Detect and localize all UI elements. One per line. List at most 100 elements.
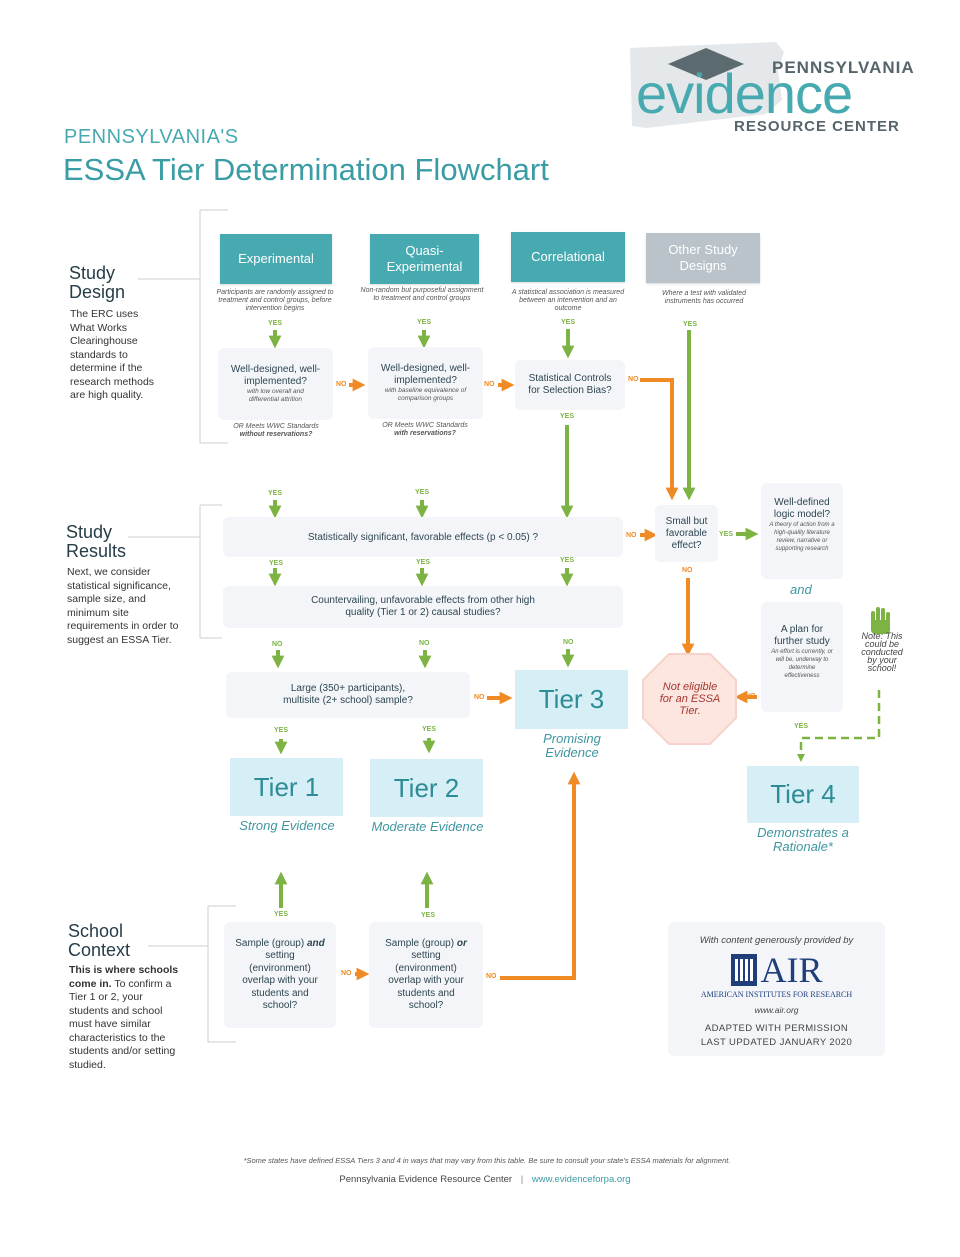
page-title: ESSA Tier Determination Flowchart bbox=[63, 152, 549, 187]
decision-well-designed-1-sub: with low overall and differential attrit… bbox=[247, 388, 304, 403]
label-no: NO bbox=[486, 973, 497, 980]
sample-and-em: and bbox=[306, 937, 325, 949]
section-title-context: School Context bbox=[68, 921, 131, 960]
label-yes: YES bbox=[560, 557, 575, 564]
design-experimental: Experimental bbox=[220, 234, 332, 284]
tier-2: Tier 2 bbox=[370, 759, 483, 817]
raised-hand-icon bbox=[871, 607, 890, 634]
label-yes: YES bbox=[268, 490, 283, 497]
decision-plan-sub: An effort is currently, or will be, unde… bbox=[771, 649, 833, 679]
decision-logic-model: Well-defined logic model? A theory of ac… bbox=[761, 483, 843, 579]
section-desc-design: The ERC uses What Works Clearinghouse st… bbox=[70, 308, 155, 401]
note-other: Where a test with validated instruments … bbox=[661, 290, 747, 305]
design-other: Other Study Designs bbox=[646, 233, 760, 283]
note-experimental: Participants are randomly assigned to tr… bbox=[216, 289, 334, 312]
not-eligible-text: Not eligible for an ESSA Tier. bbox=[659, 681, 721, 717]
decision-plan-main: A plan for further study bbox=[774, 624, 830, 647]
section-title-design: Study Design bbox=[69, 263, 126, 302]
decision-countervailing: Countervailing, unfavorable effects from… bbox=[223, 586, 623, 628]
section-title-results: Study Results bbox=[66, 522, 127, 561]
decision-logic-model-main: Well-defined logic model? bbox=[773, 497, 831, 520]
label-no: NO bbox=[628, 376, 639, 383]
decision-logic-model-sub: A theory of action from a high-quality l… bbox=[769, 522, 835, 552]
label-yes: YES bbox=[274, 727, 289, 734]
label-yes: YES bbox=[268, 320, 283, 327]
label-yes: YES bbox=[422, 726, 437, 733]
sample-or-pre: Sample (group) bbox=[385, 937, 457, 949]
label-no: NO bbox=[272, 641, 283, 648]
logo-line1: PENNSYLVANIA bbox=[772, 58, 915, 77]
label-yes: YES bbox=[416, 559, 431, 566]
decision-stat-controls: Statistical Controls for Selection Bias? bbox=[515, 360, 625, 410]
well2-or-bold: with reservations? bbox=[394, 430, 456, 437]
decision-significant: Statistically significant, favorable eff… bbox=[223, 517, 623, 557]
logo-line3: RESOURCE CENTER bbox=[734, 118, 900, 135]
decision-sample-or-text: Sample (group) or setting (environment) … bbox=[381, 938, 471, 1013]
tier-4-caption: Demonstrates a Rationale* bbox=[757, 825, 849, 854]
label-yes: YES bbox=[269, 560, 284, 567]
label-no: NO bbox=[745, 693, 756, 700]
note-quasi: Non-random but purposeful assignment to … bbox=[360, 287, 484, 302]
label-no: NO bbox=[336, 381, 347, 388]
and-connector: and bbox=[790, 582, 812, 597]
decision-plan: A plan for further study An effort is cu… bbox=[761, 602, 843, 712]
decision-sample-and: Sample (group) and setting (environment)… bbox=[224, 922, 336, 1028]
label-no: NO bbox=[474, 694, 485, 701]
label-yes: YES bbox=[274, 911, 289, 918]
label-yes: YES bbox=[560, 413, 575, 420]
decision-large-sample: Large (350+ participants), multisite (2+… bbox=[226, 672, 470, 718]
section-brackets bbox=[128, 209, 236, 1043]
decision-well-designed-1-main: Well-designed, well-implemented? bbox=[230, 364, 321, 387]
credit-adapted: ADAPTED WITH PERMISSION bbox=[704, 1023, 849, 1034]
footer-note: *Some states have defined ESSA Tiers 3 a… bbox=[243, 1156, 731, 1165]
credit-box: With content generously provided by AIR … bbox=[668, 922, 885, 1056]
section-desc-context-text: To confirm a Tier 1 or 2, your students … bbox=[69, 977, 176, 1071]
footer-org: Pennsylvania Evidence Resource Center bbox=[339, 1174, 513, 1185]
logo: PENNSYLVANIA evidence RESOURCE CENTER bbox=[626, 40, 926, 140]
design-quasi: Quasi-Experimental bbox=[370, 234, 479, 284]
logo-word: evidence bbox=[636, 62, 853, 125]
design-correlational: Correlational bbox=[511, 232, 625, 282]
decision-well-designed-1: Well-designed, well-implemented? with lo… bbox=[218, 348, 333, 420]
label-no: NO bbox=[626, 532, 637, 539]
label-yes: YES bbox=[719, 531, 734, 538]
decision-well-designed-2-sub: with baseline equivalence of comparison … bbox=[384, 387, 467, 402]
page-subtitle: PENNSYLVANIA'S bbox=[64, 126, 239, 148]
note-correlational: A statistical association is measured be… bbox=[511, 289, 625, 312]
label-yes: YES bbox=[683, 321, 698, 328]
well2-or-text: OR Meets WWC Standards bbox=[382, 422, 468, 429]
label-yes: YES bbox=[415, 489, 430, 496]
label-no: NO bbox=[419, 640, 430, 647]
building-icon bbox=[730, 954, 757, 986]
footer-line: Pennsylvania Evidence Resource Center | … bbox=[0, 1174, 960, 1185]
section-desc-context-bold: This is where schools come in. bbox=[69, 964, 179, 990]
label-no: NO bbox=[484, 381, 495, 388]
decision-small-effect: Small but favorable effect? bbox=[655, 505, 718, 562]
decision-sample-or: Sample (group) or setting (environment) … bbox=[369, 922, 483, 1028]
stop-octagon-icon bbox=[642, 653, 737, 745]
sample-or-post: setting (environment) overlap with your … bbox=[388, 950, 464, 1011]
tier-4: Tier 4 bbox=[747, 766, 859, 823]
section-desc-context: This is where schools come in. To confir… bbox=[69, 964, 181, 1072]
section-desc-results: Next, we consider statistical significan… bbox=[67, 566, 179, 646]
air-fullname: AMERICAN INSTITUTES FOR RESEARCH bbox=[700, 990, 853, 999]
sample-and-pre: Sample (group) bbox=[235, 937, 307, 949]
credit-provided: With content generously provided by bbox=[699, 935, 854, 946]
well1-or-bold: without reservations? bbox=[239, 431, 313, 438]
tier-1-caption: Strong Evidence bbox=[239, 818, 335, 833]
footer-sep: | bbox=[520, 1174, 524, 1185]
graduation-cap-icon bbox=[668, 48, 744, 80]
sample-or-em: or bbox=[456, 937, 467, 949]
footer-url-link[interactable]: www.evidenceforpa.org bbox=[531, 1174, 631, 1185]
label-no: NO bbox=[682, 567, 693, 574]
credit-updated: LAST UPDATED JANUARY 2020 bbox=[700, 1037, 853, 1048]
label-yes: YES bbox=[417, 319, 432, 326]
air-wordmark: AIR bbox=[760, 950, 823, 990]
label-no: NO bbox=[563, 639, 574, 646]
tier-3: Tier 3 bbox=[515, 670, 628, 729]
decision-sample-and-text: Sample (group) and setting (environment)… bbox=[234, 938, 326, 1013]
label-yes: YES bbox=[561, 319, 576, 326]
decision-well-designed-2: Well-designed, well-implemented? with ba… bbox=[368, 347, 483, 419]
